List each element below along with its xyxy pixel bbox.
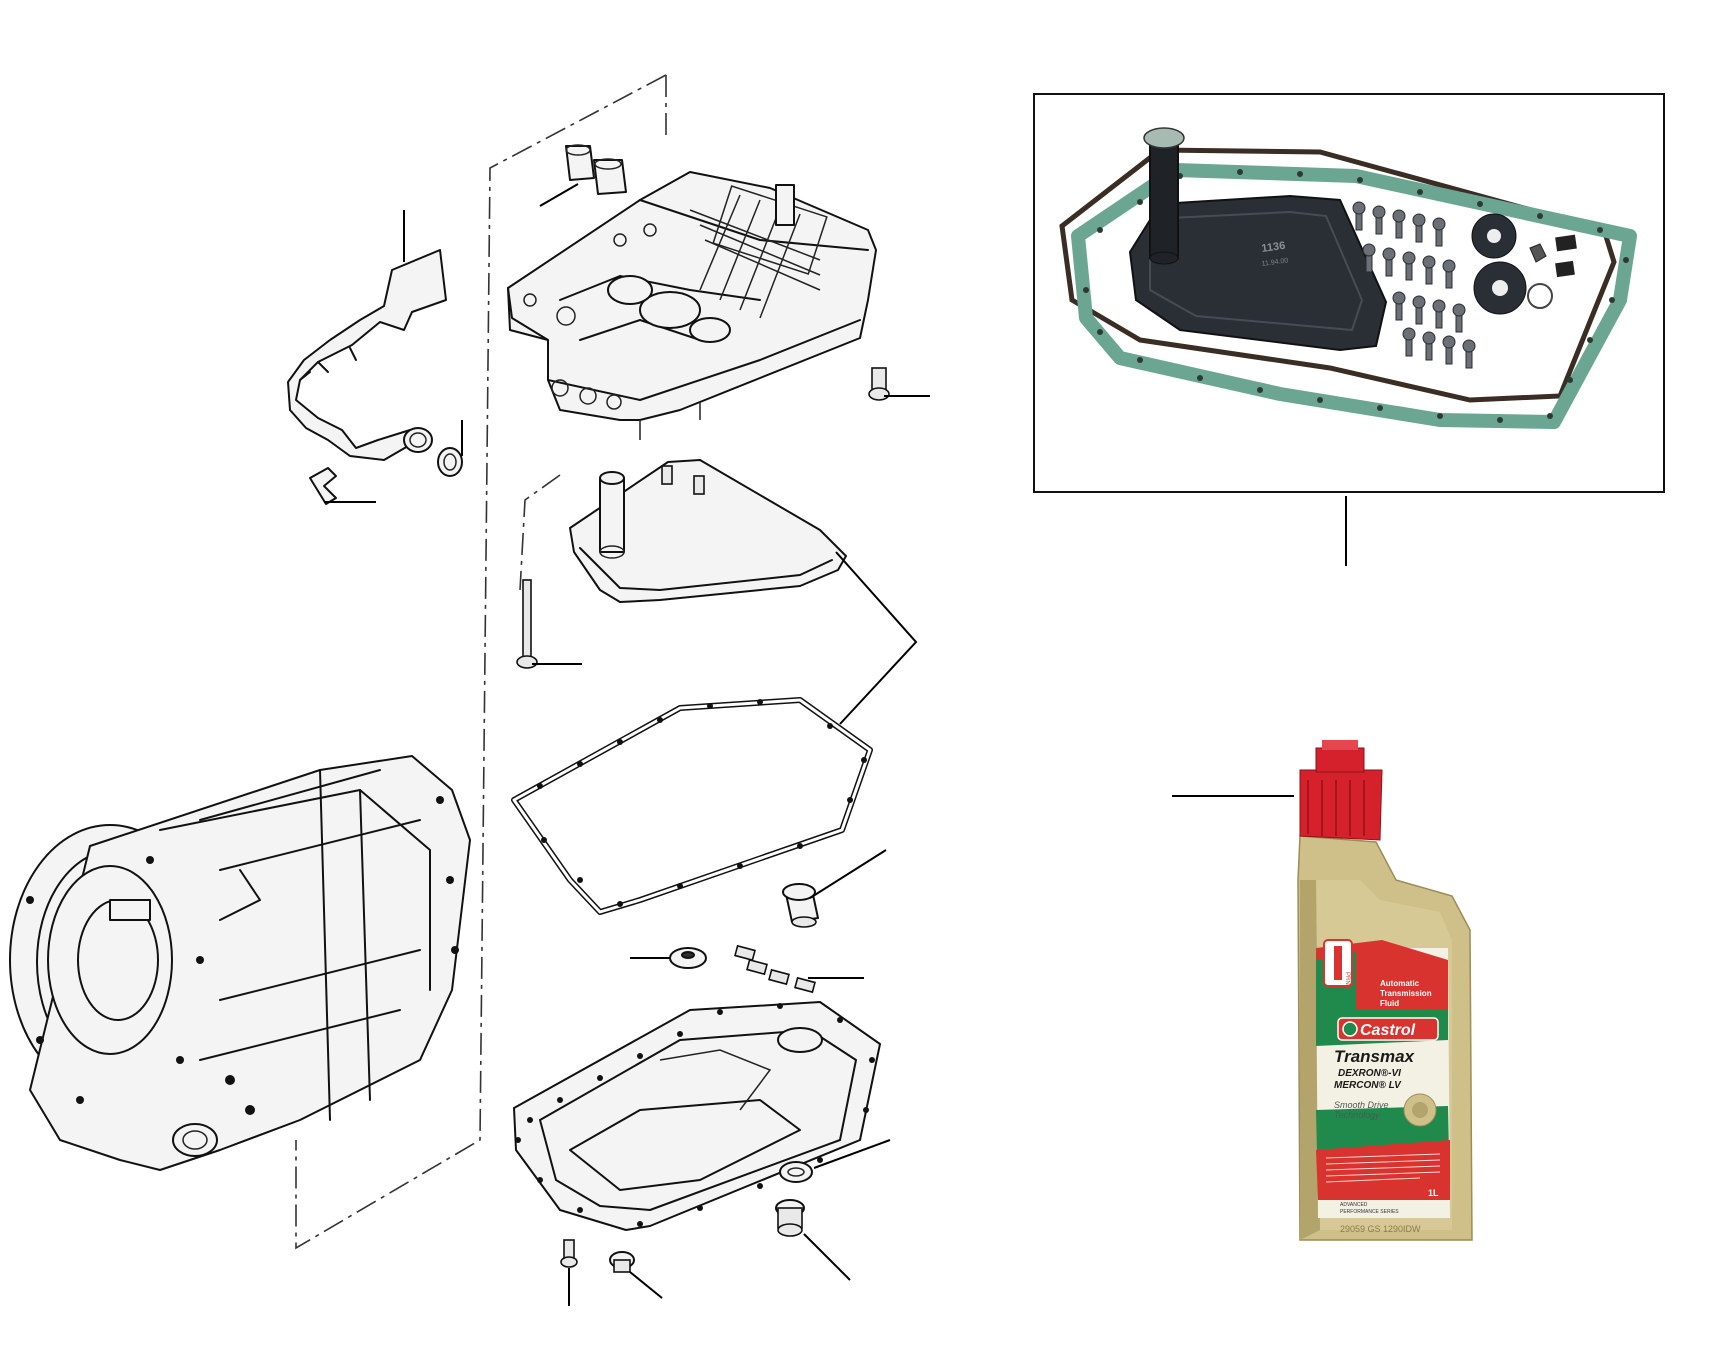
- valve-body-bolt-part: [868, 367, 890, 401]
- series-line-1: ADVANCED: [1340, 1202, 1368, 1208]
- drain-washer-part: [779, 1161, 813, 1183]
- spec-line-1: DEXRON®-VI: [1338, 1068, 1401, 1079]
- leader-lines: [324, 210, 930, 1306]
- volume-label: 1L: [1428, 1188, 1439, 1198]
- pan-clips-part: [734, 944, 816, 994]
- wiring-harness-part: [287, 249, 447, 461]
- gear-selector-icon: PRND: [1323, 939, 1353, 990]
- pan-plug-small-part: [609, 1251, 635, 1273]
- oil-pan-part: [513, 1001, 881, 1231]
- spec-line-2: MERCON® LV: [1334, 1080, 1402, 1091]
- feature-line-1: Smooth Drive: [1334, 1100, 1389, 1110]
- retaining-clip-part: [309, 467, 337, 505]
- category-line-1: Automatic: [1380, 979, 1420, 988]
- gear-selector-letters: PRND: [1344, 972, 1350, 990]
- seal-ring-part: [437, 447, 463, 477]
- valve-body-seals-part: [539, 144, 627, 207]
- feature-line-2: Technology: [1334, 1110, 1380, 1120]
- valve-body-part: [507, 171, 877, 440]
- oil-filter-part: [569, 459, 847, 603]
- filter-sub-text: 11.94.00: [1261, 257, 1289, 268]
- category-line-3: Fluid: [1380, 999, 1399, 1008]
- transmission-housing-part: [9, 755, 471, 1171]
- category-line-2: Transmission: [1380, 989, 1432, 998]
- series-line-2: PERFORMANCE SERIES: [1340, 1209, 1399, 1215]
- kit-washers: [1471, 213, 1577, 315]
- alignment-dashed-lines: [295, 74, 667, 1250]
- service-kit-photo: 1136 11.94.00: [1033, 93, 1665, 566]
- brand-name: Castrol: [1360, 1022, 1416, 1039]
- fluid-bottle-photo: PRND Automatic Transmission Fluid Castro…: [1172, 740, 1473, 1241]
- batch-code: 29059 GS 1290IDW: [1340, 1224, 1421, 1234]
- filter-part-number: 1136: [1261, 240, 1286, 255]
- filter-bolt-part: [516, 579, 538, 669]
- castrol-logo: Castrol: [1337, 1017, 1439, 1041]
- oil-pan-gasket-part: [511, 697, 873, 915]
- sealing-washer-part: [669, 947, 707, 969]
- pan-bolt-part: [560, 1239, 578, 1268]
- drain-plug-bottom-part: [775, 1199, 805, 1237]
- product-name: Transmax: [1334, 1047, 1416, 1066]
- drain-plug-top-part: [782, 883, 819, 928]
- kit-bolts: [1352, 201, 1476, 369]
